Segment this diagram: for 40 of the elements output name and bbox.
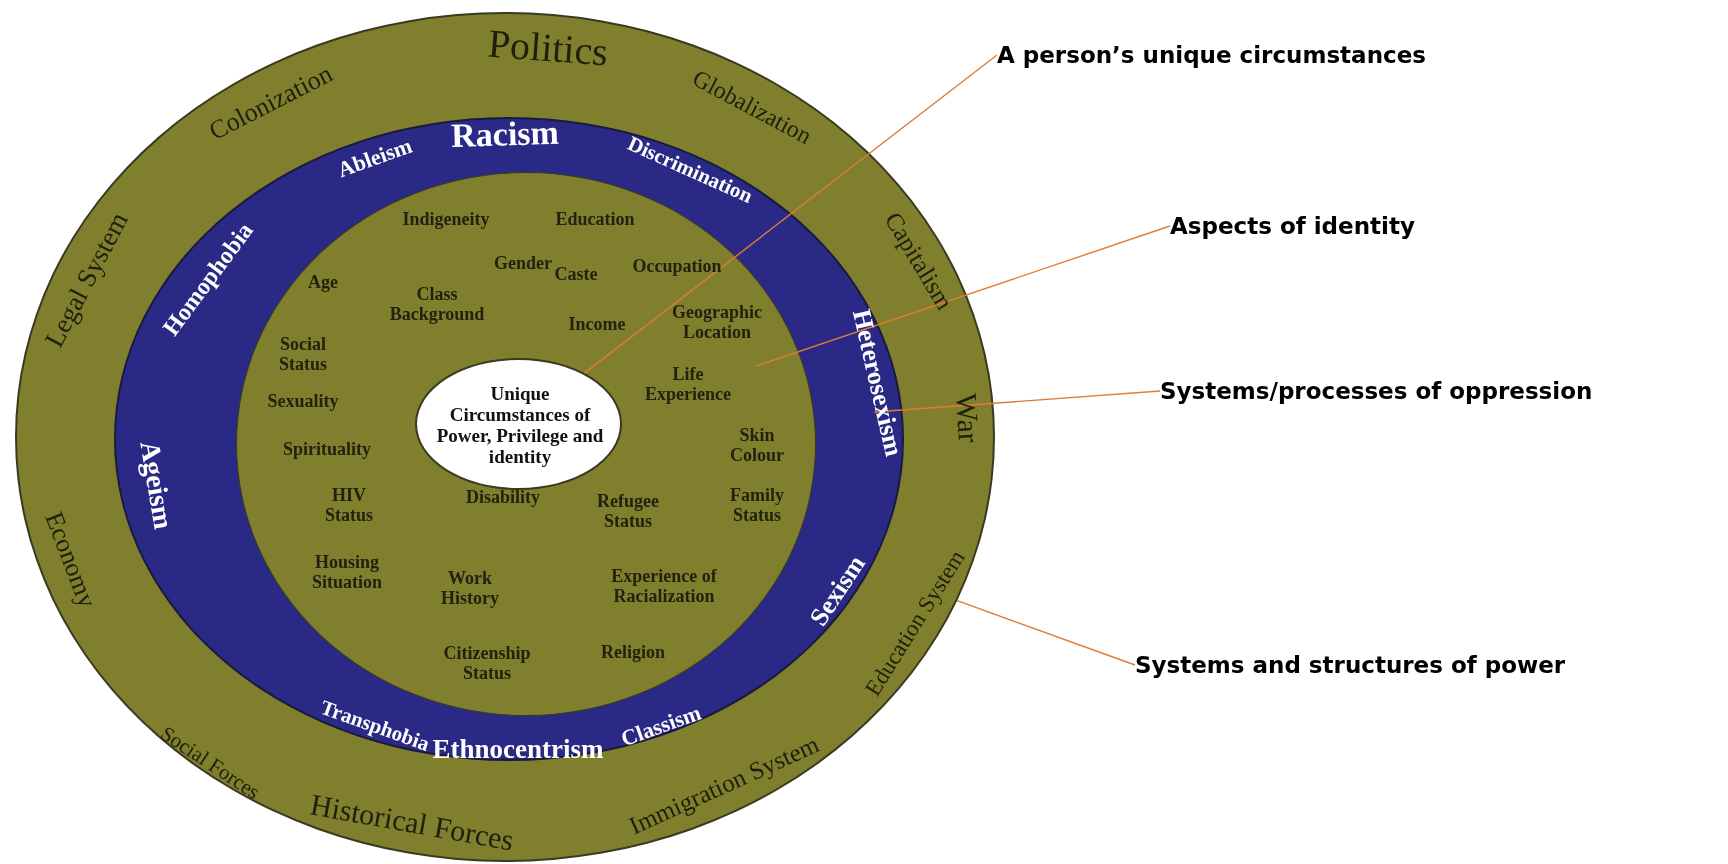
identity-label: Geographic Location bbox=[671, 303, 763, 343]
identity-label: Social Status bbox=[278, 335, 328, 375]
callout-label: A person’s unique circumstances bbox=[997, 42, 1426, 68]
leader-line bbox=[583, 54, 998, 374]
identity-label: Refugee Status bbox=[596, 492, 660, 532]
ring-label: Classism bbox=[617, 700, 705, 751]
ring-label: Politics bbox=[486, 22, 610, 75]
identity-label: HIV Status bbox=[324, 486, 374, 526]
callout-label: Systems/processes of oppression bbox=[1160, 378, 1593, 404]
identity-label: Family Status bbox=[729, 486, 785, 526]
ring-label: Racism bbox=[450, 113, 560, 155]
identity-label: Religion bbox=[601, 643, 665, 663]
identity-label: Citizenship Status bbox=[442, 644, 532, 684]
ring-label: War bbox=[950, 392, 987, 445]
identity-label: Sexuality bbox=[267, 392, 339, 412]
identity-label: Work History bbox=[440, 569, 500, 609]
identity-label: Age bbox=[308, 273, 338, 293]
ring-label: Historical Forces bbox=[307, 787, 517, 857]
center-label: Unique Circumstances of Power, Privilege and identity bbox=[435, 384, 605, 468]
identity-label: Indigeneity bbox=[402, 210, 490, 230]
callout-label: Aspects of identity bbox=[1170, 213, 1415, 239]
identity-label: Class Background bbox=[388, 285, 486, 325]
callout-label: Systems and structures of power bbox=[1135, 652, 1566, 678]
identity-label: Housing Situation bbox=[311, 553, 383, 593]
identity-label: Occupation bbox=[632, 257, 722, 277]
identity-label: Spirituality bbox=[283, 440, 371, 460]
identity-label: Life Experience bbox=[644, 365, 732, 405]
identity-label: Gender bbox=[494, 254, 552, 274]
ring-label: Ageism bbox=[133, 438, 179, 532]
leader-line bbox=[873, 390, 1161, 413]
ring-label: Ethnocentrism bbox=[432, 735, 604, 765]
ring-label: Ableism bbox=[334, 134, 416, 183]
identity-label: Income bbox=[568, 315, 626, 335]
identity-label: Education bbox=[555, 210, 635, 230]
leader-line bbox=[956, 599, 1136, 666]
identity-label: Disability bbox=[466, 488, 540, 508]
identity-label: Skin Colour bbox=[729, 426, 785, 466]
identity-label: Caste bbox=[554, 265, 598, 285]
identity-label: Experience of Racialization bbox=[610, 567, 718, 607]
leader-line bbox=[755, 225, 1171, 367]
